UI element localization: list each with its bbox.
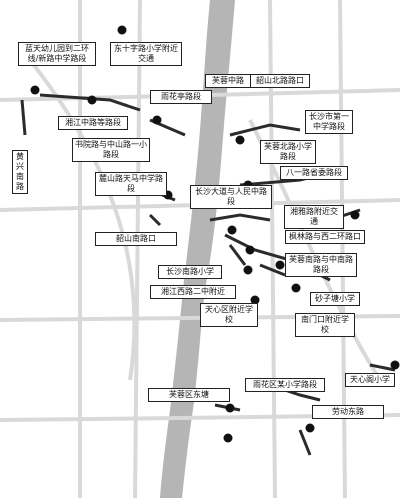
label-6: 长沙市第一中学路段 xyxy=(305,110,353,134)
label-16: 长沙南路小学 xyxy=(158,265,222,279)
label-3: 芙蓉中路 xyxy=(205,74,251,88)
label-2: 东十字路小学附近交通 xyxy=(110,42,182,66)
label-22: 雨花区某小学路段 xyxy=(245,378,325,392)
label-26: 黄兴南路 xyxy=(12,150,28,194)
label-1: 蓝天幼儿园到二环线/新路中学路段 xyxy=(18,42,96,66)
routes xyxy=(20,93,396,456)
label-12: 麓山路天马中学路段 xyxy=(95,172,167,196)
label-11: 长沙大道与人民中路段 xyxy=(190,185,272,209)
label-8: 书院路与中山路一小路段 xyxy=(72,138,150,162)
label-14: 韶山南路口 xyxy=(95,232,177,246)
label-18: 湘江西路二中附近 xyxy=(150,285,236,299)
label-20: 天心区附近学校 xyxy=(200,303,258,327)
label-13: 湘雅路附近交通 xyxy=(284,205,344,229)
label-21: 南门口附近学校 xyxy=(295,313,355,337)
label-24: 芙蓉区东塘 xyxy=(148,388,230,402)
label-5: 雨花亭路段 xyxy=(150,90,212,104)
label-25: 劳动东路 xyxy=(312,405,384,419)
label-23: 天心阁小学 xyxy=(345,373,395,387)
label-4: 韶山北路路口 xyxy=(250,74,310,88)
label-17: 芙蓉南路与中南路路段 xyxy=(285,253,357,277)
label-15: 枫林路与西二环路口 xyxy=(285,230,365,244)
river xyxy=(160,0,235,498)
label-10: 八一路省委路段 xyxy=(280,166,348,180)
label-19: 砂子塘小学 xyxy=(310,292,360,306)
label-7: 湘江中路等路段 xyxy=(58,116,128,130)
label-9: 芙蓉北路小学路段 xyxy=(260,140,316,164)
